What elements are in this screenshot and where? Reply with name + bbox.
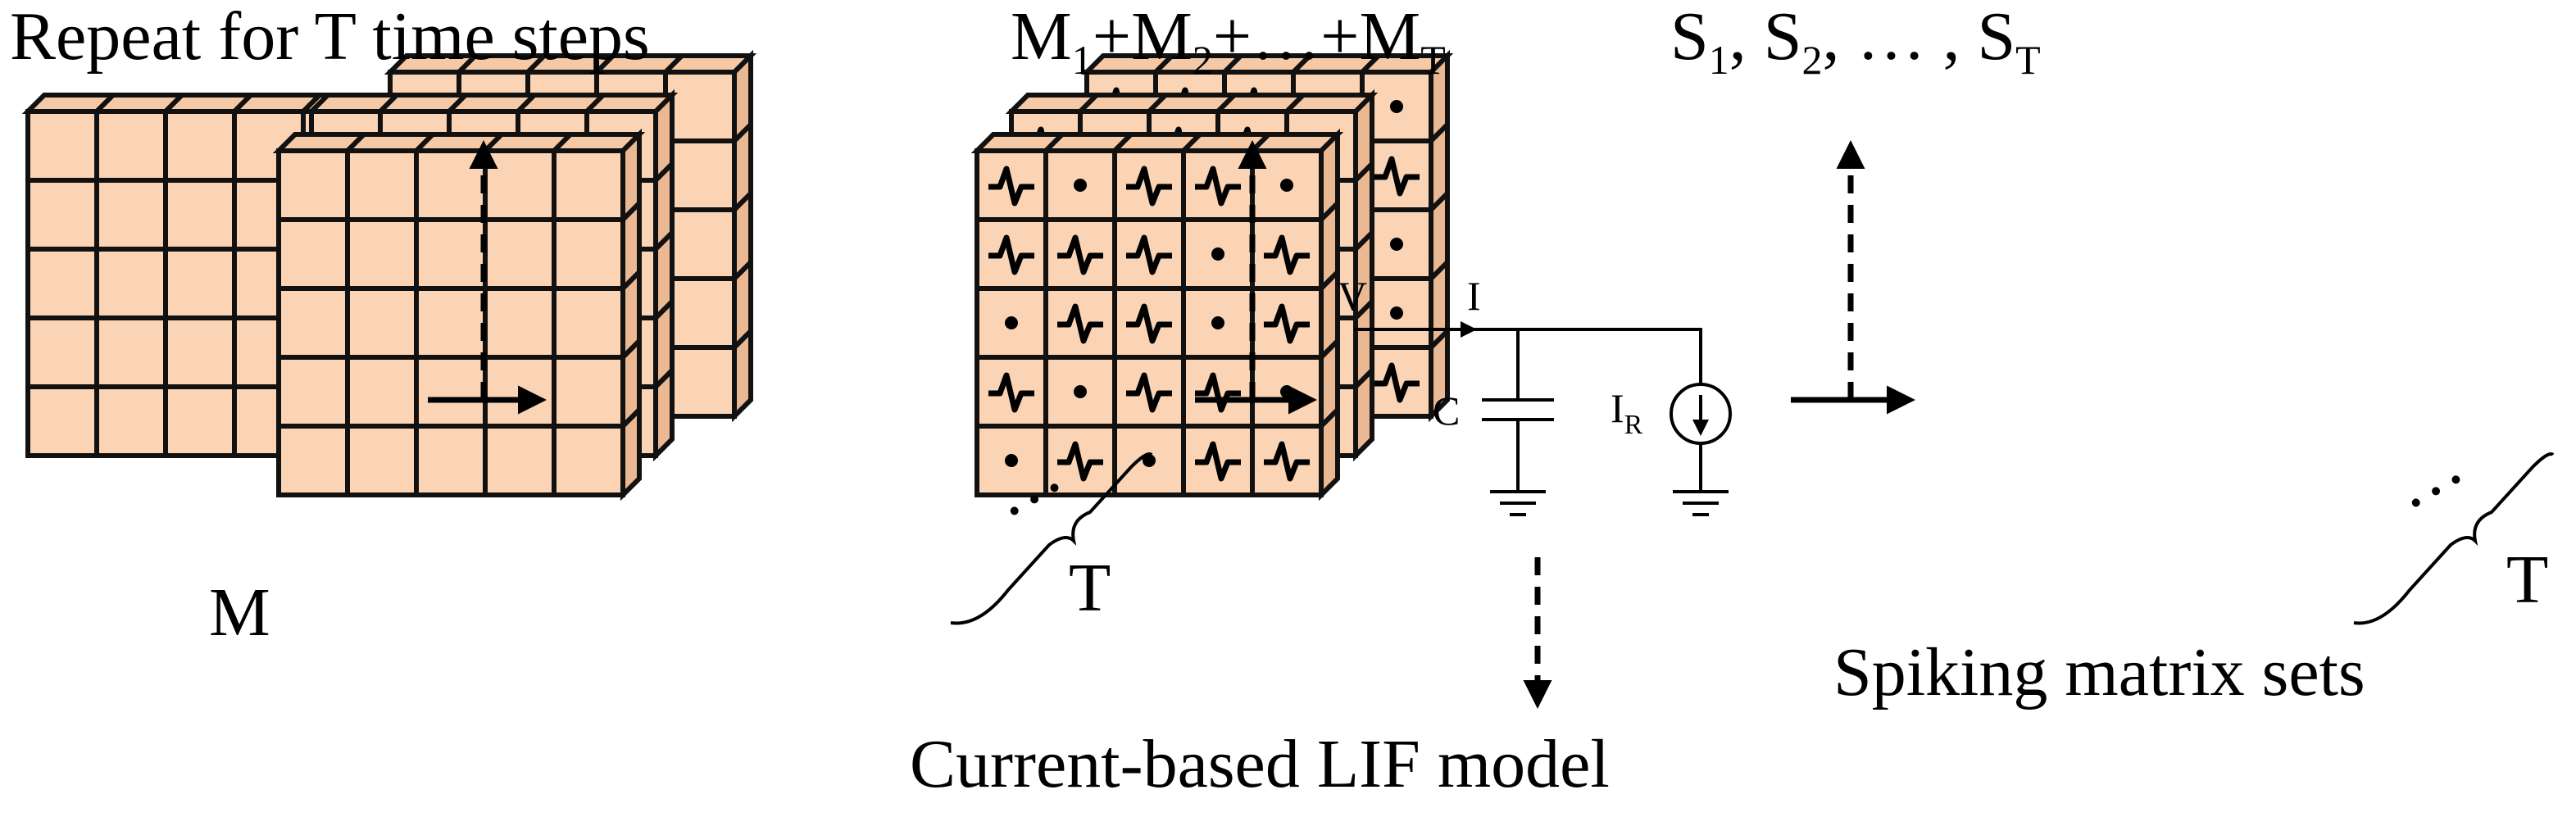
spike-icon bbox=[988, 234, 1034, 275]
spike-sequence-label: S1, S2, … , ST bbox=[1670, 0, 2041, 83]
spike-icon bbox=[1374, 362, 1420, 403]
rep-back-cell bbox=[663, 276, 737, 350]
membrane-sum-label: M1+M2+…+MT bbox=[1011, 0, 1446, 83]
input-cell bbox=[163, 315, 237, 389]
rep-front-cell bbox=[345, 286, 419, 360]
rep-front-cell bbox=[552, 286, 625, 360]
spike-icon bbox=[1126, 166, 1172, 207]
ground-symbol-2 bbox=[1673, 490, 1729, 516]
rep-front-cell bbox=[552, 424, 625, 497]
rep-front-cell bbox=[276, 355, 350, 429]
repeated-matrix-front bbox=[272, 128, 646, 502]
reset-current-label: IR bbox=[1611, 385, 1643, 440]
current-label: I bbox=[1467, 273, 1481, 319]
input-cell bbox=[25, 247, 99, 320]
lif-model-label: Current-based LIF model bbox=[910, 726, 1610, 802]
input-cell bbox=[94, 178, 168, 252]
no-spike-dot-icon bbox=[1005, 454, 1018, 467]
no-spike-dot-icon bbox=[1390, 238, 1403, 251]
time-steps-label-2: T bbox=[2506, 542, 2548, 618]
rep-back-cell bbox=[663, 345, 737, 419]
input-cell bbox=[163, 384, 237, 458]
lif-circuit: V I C IR bbox=[1338, 273, 1732, 516]
spike-icon bbox=[1057, 234, 1103, 275]
stack-ellipsis-2: … bbox=[2378, 424, 2475, 525]
spike-icon bbox=[988, 372, 1034, 413]
spike-icon bbox=[1057, 441, 1103, 482]
rep-back-cell bbox=[663, 70, 737, 143]
rep-front-cell bbox=[483, 217, 557, 291]
rep-front-cell bbox=[345, 424, 419, 497]
rep-front-cell bbox=[276, 217, 350, 291]
spike-icon bbox=[988, 166, 1034, 207]
no-spike-dot-icon bbox=[1074, 179, 1087, 192]
spike-icon bbox=[1374, 156, 1420, 197]
input-cell bbox=[94, 247, 168, 320]
no-spike-dot-icon bbox=[1074, 385, 1087, 398]
input-cell bbox=[163, 247, 237, 320]
spike-icon bbox=[1195, 441, 1241, 482]
rep-front-cell bbox=[552, 355, 625, 429]
no-spike-dot-icon bbox=[1390, 306, 1403, 320]
spike-icon bbox=[1195, 372, 1241, 413]
spike-icon bbox=[1126, 303, 1172, 344]
spike-icon bbox=[1264, 303, 1310, 344]
no-spike-dot-icon bbox=[1390, 100, 1403, 113]
rep-front-cell bbox=[483, 424, 557, 497]
rep-front-cell bbox=[483, 286, 557, 360]
input-cell bbox=[25, 178, 99, 252]
rep-back-cell bbox=[663, 207, 737, 281]
spiking-sets-label: Spiking matrix sets bbox=[1833, 634, 2365, 710]
ground-symbol-1 bbox=[1490, 490, 1546, 516]
rep-front-cell bbox=[345, 148, 419, 222]
top-wire bbox=[1467, 328, 1702, 385]
time-steps-label-1: T bbox=[1069, 550, 1111, 626]
input-cell bbox=[25, 109, 99, 183]
rep-front-cell bbox=[276, 148, 350, 222]
rep-front-cell bbox=[552, 217, 625, 291]
rep-front-cell bbox=[414, 148, 488, 222]
rep-front-cell bbox=[414, 286, 488, 360]
no-spike-dot-icon bbox=[1211, 316, 1224, 329]
rep-front-cell bbox=[414, 355, 488, 429]
rep-front-cell bbox=[345, 355, 419, 429]
spiking-matrix-front bbox=[970, 128, 1344, 502]
rep-front-cell bbox=[276, 286, 350, 360]
rep-front-cell bbox=[483, 148, 557, 222]
time-steps-brace-2 bbox=[2353, 452, 2555, 625]
spike-icon bbox=[1057, 303, 1103, 344]
input-cell bbox=[25, 384, 99, 458]
no-spike-dot-icon bbox=[1280, 179, 1293, 192]
rep-back-cell bbox=[663, 138, 737, 212]
spike-icon bbox=[1195, 166, 1241, 207]
input-matrix-label: M bbox=[209, 574, 270, 651]
time-steps-brace-1 bbox=[950, 452, 1153, 625]
spike-icon bbox=[1264, 441, 1310, 482]
spike-icon bbox=[1126, 372, 1172, 413]
input-cell bbox=[163, 178, 237, 252]
rep-front-cell bbox=[414, 424, 488, 497]
input-cell bbox=[94, 109, 168, 183]
rep-front-cell bbox=[345, 217, 419, 291]
rep-front-cell bbox=[483, 355, 557, 429]
repeat-label: Repeat for T time steps bbox=[10, 0, 650, 75]
input-cell bbox=[163, 109, 237, 183]
no-spike-dot-icon bbox=[1005, 316, 1018, 329]
spike-icon bbox=[1126, 234, 1172, 275]
input-cell bbox=[25, 315, 99, 389]
no-spike-dot-icon bbox=[1143, 454, 1156, 467]
no-spike-dot-icon bbox=[1211, 247, 1224, 261]
spike-icon bbox=[1264, 234, 1310, 275]
capacitor-label: C bbox=[1433, 388, 1460, 433]
input-cell bbox=[94, 384, 168, 458]
voltage-label: V bbox=[1338, 273, 1367, 319]
rep-front-cell bbox=[276, 424, 350, 497]
rep-front-cell bbox=[552, 148, 625, 222]
no-spike-dot-icon bbox=[1280, 385, 1293, 398]
rep-front-cell bbox=[414, 217, 488, 291]
input-cell bbox=[94, 315, 168, 389]
